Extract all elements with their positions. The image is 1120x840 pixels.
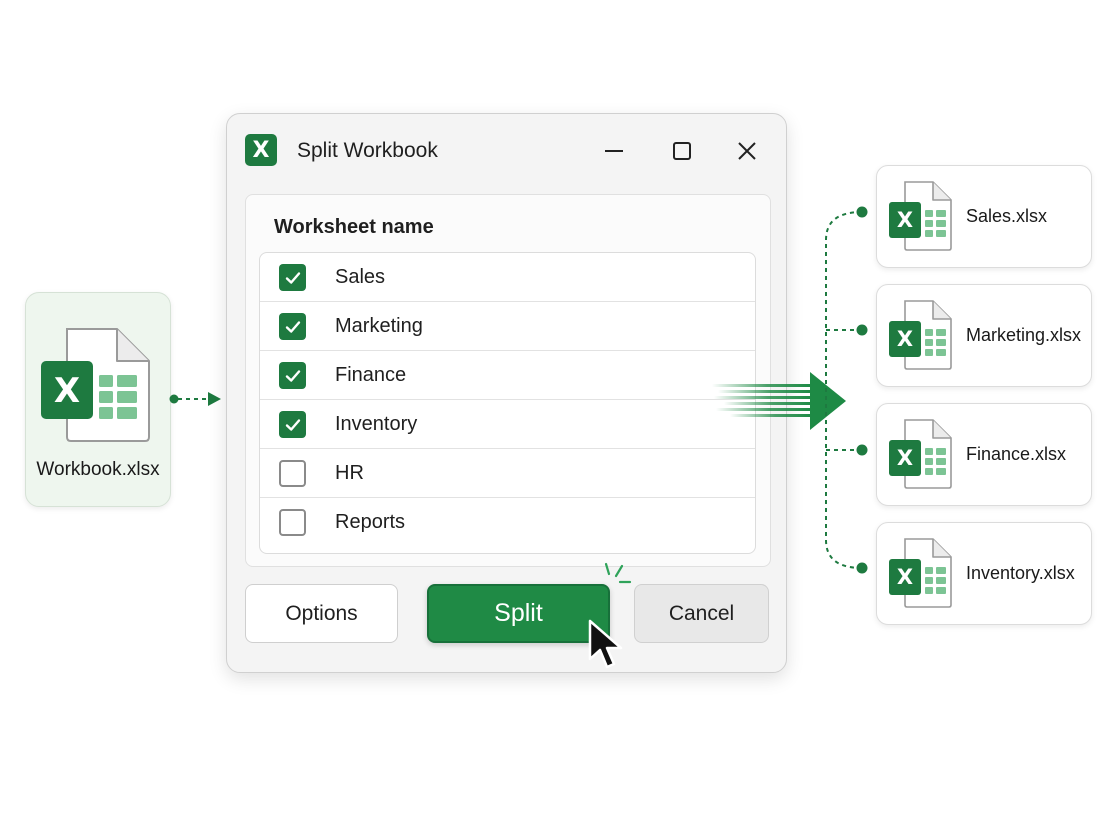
split-arrow-icon bbox=[712, 372, 846, 430]
minimize-icon bbox=[605, 150, 623, 152]
flow-arrow-icon bbox=[169, 392, 221, 406]
excel-file-icon: X bbox=[889, 300, 952, 370]
svg-text:X: X bbox=[897, 446, 913, 470]
close-icon bbox=[738, 142, 756, 160]
worksheet-row[interactable]: Reports bbox=[260, 498, 755, 547]
output-file-card: X Marketing.xlsx bbox=[876, 284, 1092, 387]
title-bar: X Split Workbook bbox=[227, 114, 786, 192]
excel-file-icon: X bbox=[889, 419, 952, 489]
dialog-title: Split Workbook bbox=[297, 139, 438, 162]
mouse-cursor-icon bbox=[588, 619, 623, 669]
worksheet-checkbox[interactable] bbox=[279, 264, 306, 291]
worksheet-row[interactable]: Finance bbox=[260, 351, 755, 400]
excel-file-icon: X bbox=[889, 181, 952, 251]
output-file-card: X Inventory.xlsx bbox=[876, 522, 1092, 625]
worksheet-list-header: Worksheet name bbox=[274, 216, 434, 238]
options-button[interactable]: Options bbox=[245, 584, 398, 643]
svg-text:X: X bbox=[54, 371, 80, 411]
source-workbook-card: X Workbook.xlsx bbox=[25, 292, 171, 507]
worksheet-row[interactable]: HR bbox=[260, 449, 755, 498]
worksheet-label: Finance bbox=[335, 364, 407, 386]
checkmark-icon bbox=[285, 418, 300, 431]
worksheet-checkbox[interactable] bbox=[279, 460, 306, 487]
worksheet-label: Inventory bbox=[335, 413, 418, 435]
worksheet-row[interactable]: Inventory bbox=[260, 400, 755, 449]
worksheet-checkbox[interactable] bbox=[279, 362, 306, 389]
output-file-card: X Finance.xlsx bbox=[876, 403, 1092, 506]
output-file-name: Marketing.xlsx bbox=[966, 325, 1082, 345]
worksheet-label: Reports bbox=[335, 511, 406, 533]
close-button[interactable] bbox=[732, 136, 762, 166]
excel-file-icon: X bbox=[889, 538, 952, 608]
click-sparkle-icon bbox=[604, 562, 632, 584]
minimize-button[interactable] bbox=[599, 136, 629, 166]
worksheet-checkbox[interactable] bbox=[279, 509, 306, 536]
maximize-button[interactable] bbox=[667, 136, 697, 166]
worksheet-label: Sales bbox=[335, 266, 386, 288]
cancel-button[interactable]: Cancel bbox=[634, 584, 769, 643]
worksheet-checkbox[interactable] bbox=[279, 411, 306, 438]
source-file-name: Workbook.xlsx bbox=[36, 459, 160, 480]
output-file-card: X Sales.xlsx bbox=[876, 165, 1092, 268]
output-file-name: Sales.xlsx bbox=[966, 206, 1048, 226]
worksheet-row[interactable]: Sales bbox=[260, 253, 755, 302]
output-file-name: Finance.xlsx bbox=[966, 444, 1067, 464]
maximize-icon bbox=[673, 142, 691, 160]
output-file-name: Inventory.xlsx bbox=[966, 563, 1075, 583]
worksheet-checkbox[interactable] bbox=[279, 313, 306, 340]
svg-text:X: X bbox=[897, 208, 913, 232]
checkmark-icon bbox=[285, 271, 300, 284]
worksheet-label: HR bbox=[335, 462, 364, 484]
checkmark-icon bbox=[285, 320, 300, 333]
worksheet-row[interactable]: Marketing bbox=[260, 302, 755, 351]
svg-text:X: X bbox=[897, 327, 913, 351]
excel-app-icon: X bbox=[245, 134, 277, 166]
split-button[interactable]: Split bbox=[427, 584, 610, 643]
checkmark-icon bbox=[285, 369, 300, 382]
worksheet-label: Marketing bbox=[335, 315, 423, 337]
excel-file-icon: X bbox=[41, 328, 150, 442]
output-connector-icon bbox=[825, 206, 868, 574]
svg-text:X: X bbox=[897, 565, 913, 589]
